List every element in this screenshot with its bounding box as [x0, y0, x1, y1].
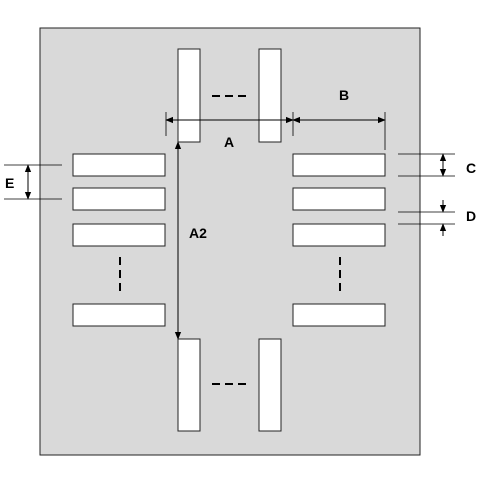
- dimension-e-label: E: [5, 175, 14, 191]
- right-pad-4: [292, 303, 386, 327]
- dimension-a-label: A: [224, 134, 234, 150]
- dimension-d-label: D: [466, 208, 476, 224]
- top-pad-1: [177, 48, 201, 143]
- right-pad-3: [292, 223, 386, 247]
- left-pad-1: [72, 153, 166, 177]
- left-pad-4: [72, 303, 166, 327]
- right-pad-1: [292, 153, 386, 177]
- dimension-e: E: [4, 164, 62, 200]
- dimension-d: D: [398, 200, 476, 236]
- left-pad-2: [72, 187, 166, 211]
- right-pad-2: [292, 187, 386, 211]
- left-pad-3: [72, 223, 166, 247]
- top-pad-2: [258, 48, 282, 143]
- bottom-pad-row: [177, 338, 282, 432]
- bottom-pad-1: [177, 338, 201, 432]
- dimension-b-label: B: [339, 87, 349, 103]
- dimension-c-label: C: [466, 160, 476, 176]
- left-pad-column: [72, 153, 166, 327]
- dimension-a2: A2: [174, 141, 207, 340]
- dimension-a: A: [165, 112, 294, 150]
- dimension-c: C: [398, 153, 476, 177]
- dimension-b: B: [292, 87, 386, 150]
- right-pad-column: [292, 153, 386, 327]
- dimension-a2-label: A2: [189, 225, 207, 241]
- bottom-pad-2: [258, 338, 282, 432]
